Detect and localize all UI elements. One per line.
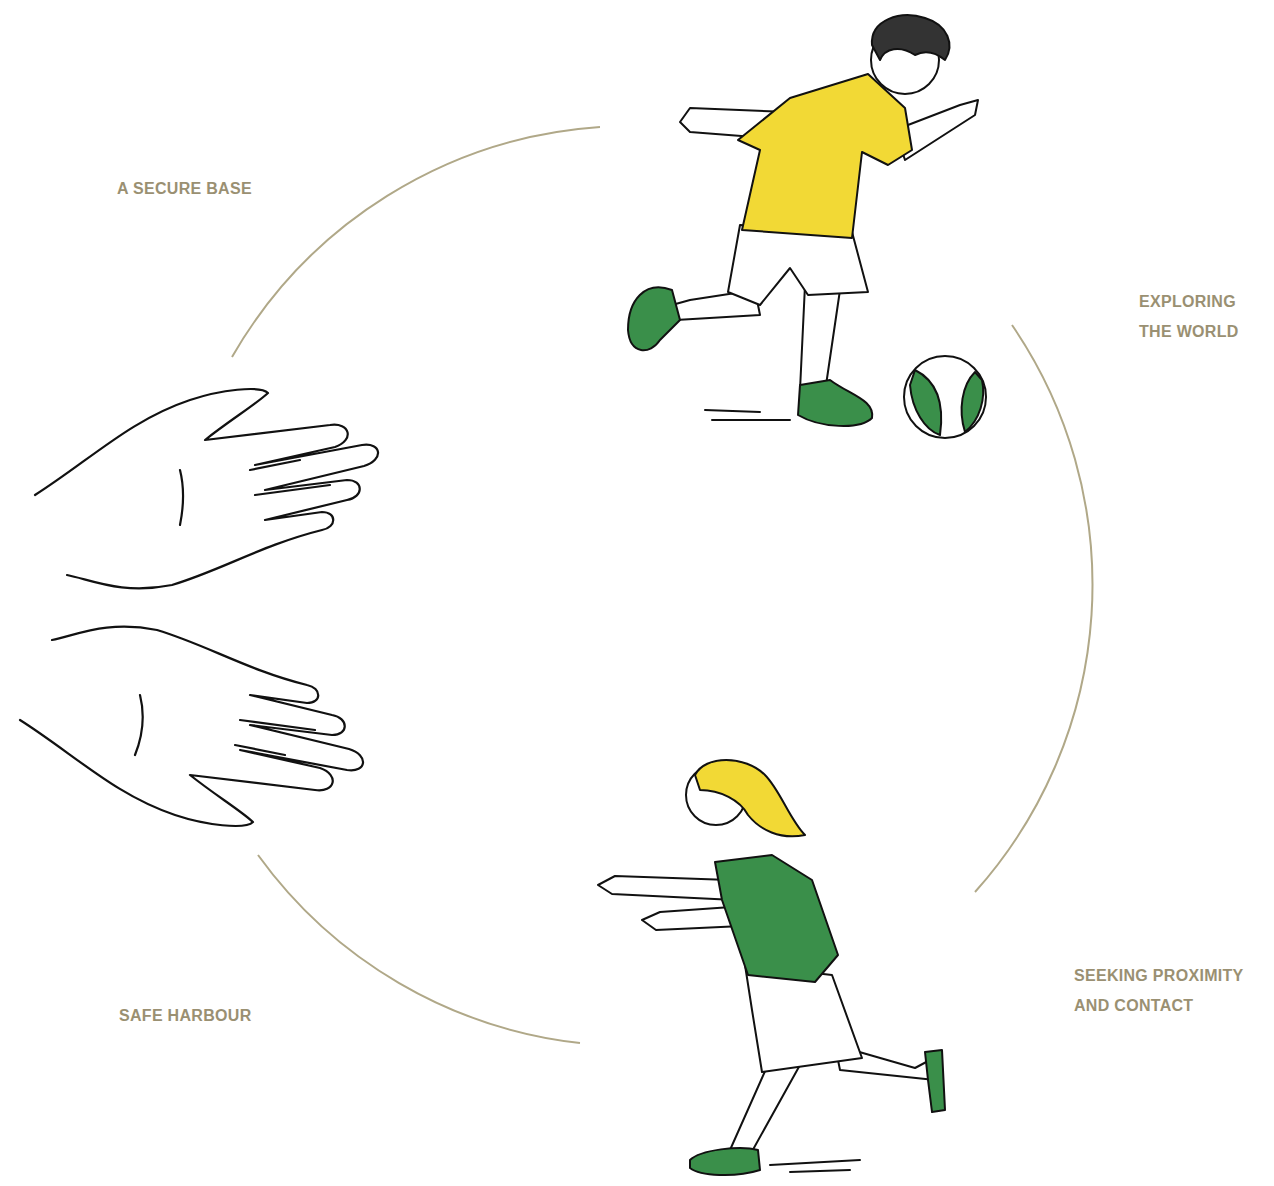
cycle-arcs	[232, 127, 1092, 1043]
shoe	[628, 287, 680, 350]
lower-hand	[20, 627, 363, 826]
shirt	[738, 74, 912, 238]
cycle-label: SEEKING PROXIMITY AND CONTACT	[1074, 961, 1268, 1021]
ball	[904, 356, 986, 438]
girl-figure	[598, 760, 945, 1175]
upper-hand-line	[180, 460, 330, 525]
upper-hand	[35, 389, 378, 588]
leg	[800, 285, 840, 392]
sandal	[925, 1050, 945, 1112]
cycle-label: SAFE HARBOUR	[119, 1001, 339, 1031]
leg	[730, 1060, 800, 1155]
boy-figure	[628, 15, 986, 438]
arm	[598, 876, 735, 900]
sandal	[690, 1148, 760, 1175]
shadow	[705, 410, 790, 420]
shoe	[798, 380, 872, 426]
cycle-label: EXPLORING THE WORLD	[1139, 287, 1261, 347]
cycle-arc	[975, 325, 1092, 892]
hair	[695, 760, 805, 836]
hands	[20, 389, 378, 826]
cycle-arc	[258, 855, 580, 1043]
cycle-label: A SECURE BASE	[117, 174, 337, 204]
lower-hand-line	[135, 695, 315, 755]
hair	[872, 15, 950, 60]
ball-stripe	[910, 370, 983, 435]
shadow	[770, 1160, 860, 1172]
cycle-arc	[232, 127, 600, 357]
shirt	[715, 855, 838, 982]
